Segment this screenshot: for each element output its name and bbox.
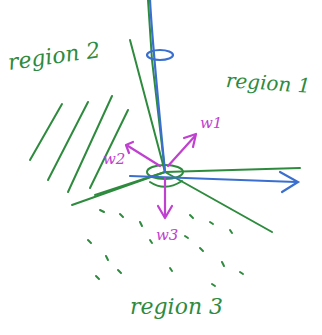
region-label: region 2: [6, 39, 101, 74]
vector-label: w2: [103, 152, 125, 167]
region-label: region 3: [130, 296, 223, 318]
vector-arrows: [126, 134, 196, 218]
region-label: region 1: [225, 70, 311, 96]
region-3-hatch: [88, 210, 243, 286]
vector-label: w3: [156, 228, 178, 243]
vector-label: w1: [200, 116, 222, 131]
region-lines: [30, 0, 300, 232]
